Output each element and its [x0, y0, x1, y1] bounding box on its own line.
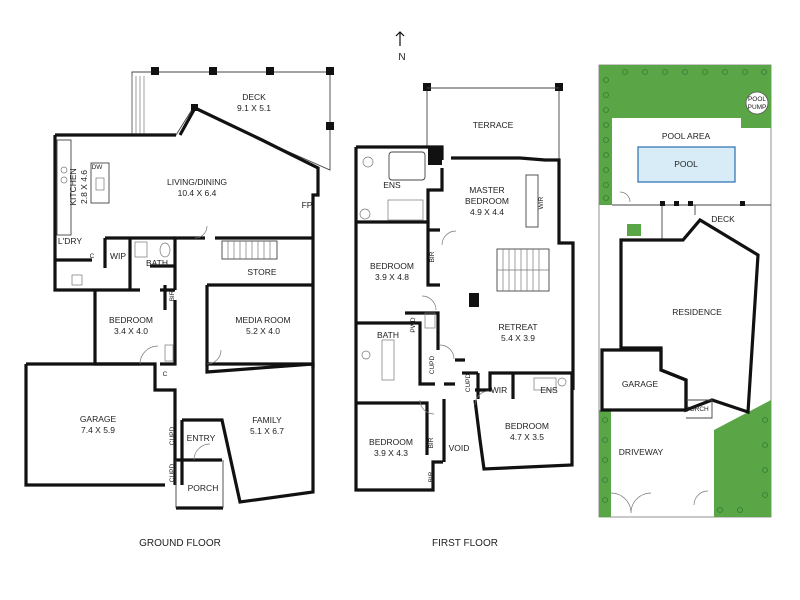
- deck-label: DECK: [242, 92, 266, 102]
- wir-label-2: WIR: [491, 385, 508, 395]
- garage-size: 7.4 X 5.9: [81, 425, 115, 435]
- site-garage-outline: [600, 348, 688, 412]
- pool-pump-label-1: POOL: [748, 96, 766, 103]
- first-bedroom-2-label: BEDROOM: [369, 437, 413, 447]
- powder-label: PWD: [410, 317, 417, 332]
- pool-area-label: POOL AREA: [662, 131, 711, 141]
- family-label: FAMILY: [252, 415, 282, 425]
- void-label: VOID: [449, 443, 470, 453]
- lawn-bottom-right: [714, 400, 771, 517]
- dishwasher-label: DW: [92, 164, 104, 171]
- retreat-size: 5.4 X 3.9: [501, 333, 535, 343]
- site-plan: POOL PUMP POOL AREA POOL DECK RESIDENCE …: [598, 64, 772, 518]
- master-label-2: BEDROOM: [465, 196, 509, 206]
- site-deck-label: DECK: [711, 214, 735, 224]
- first-floor-caption: FIRST FLOOR: [432, 538, 498, 549]
- master-label-1: MASTER: [469, 185, 504, 195]
- entry-label: ENTRY: [187, 433, 216, 443]
- first-floor-fixtures: [359, 147, 567, 391]
- hedge-dots: [602, 69, 768, 513]
- media-room-size: 5.2 X 4.0: [246, 326, 280, 336]
- deck-size: 9.1 X 5.1: [237, 103, 271, 113]
- family-size: 5.1 X 6.7: [250, 426, 284, 436]
- master-size: 4.9 X 4.4: [470, 207, 504, 217]
- kitchen-size: 2.8 X 4.6: [79, 170, 89, 204]
- kitchen-bench: [56, 139, 110, 286]
- ground-bir-label: BIR: [169, 290, 176, 301]
- laundry-label: L'DRY: [58, 236, 82, 246]
- ensuite-label-2: ENS: [540, 385, 558, 395]
- ground-cupd-label-2: CUPD: [169, 463, 176, 482]
- retreat-label: RETREAT: [498, 322, 537, 332]
- deck-outline: [131, 67, 334, 171]
- north-arrow: N: [395, 31, 406, 63]
- ground-bedroom-size: 3.4 X 4.0: [114, 326, 148, 336]
- cupboard-label-1: C: [90, 253, 95, 260]
- ground-bedroom-label: BEDROOM: [109, 315, 153, 325]
- porch-label: PORCH: [188, 483, 219, 493]
- residence-label: RESIDENCE: [672, 307, 722, 317]
- first-floor-plan: TERRACE ENS MASTER BEDROOM 4.9 X 4.4 WIR…: [354, 83, 575, 549]
- site-garage-label: GARAGE: [622, 379, 659, 389]
- living-size: 10.4 X 6.4: [178, 188, 217, 198]
- ground-cupd-label-1: CUPD: [169, 426, 176, 445]
- wir-label-1: WIR: [538, 196, 545, 209]
- bir-label-3: BIR: [428, 471, 435, 482]
- ground-floor-caption: GROUND FLOOR: [139, 538, 221, 549]
- fireplace-label: FP: [302, 200, 313, 210]
- first-cupd-label: CUPD: [429, 355, 436, 374]
- bir-label-1: BIR: [429, 251, 436, 262]
- first-cupd-label-2: CUPD: [465, 373, 472, 392]
- first-bedroom-3-size: 4.7 X 3.5: [510, 432, 544, 442]
- residence-outline: [619, 217, 760, 415]
- pool-label: POOL: [674, 159, 698, 169]
- garage-label: GARAGE: [80, 414, 117, 424]
- lawn-top: [599, 65, 771, 205]
- pool-pump-label-2: PUMP: [748, 104, 767, 111]
- wip-label: WIP: [110, 251, 126, 261]
- ground-floor-plan: DECK 9.1 X 5.1 LIVING/DINING 10.4 X 6.4 …: [24, 67, 334, 549]
- north-label: N: [398, 52, 405, 63]
- first-bedroom-1-label: BEDROOM: [370, 261, 414, 271]
- lawn-left: [599, 410, 611, 517]
- first-stairs: [469, 248, 550, 307]
- store-label: STORE: [247, 267, 276, 277]
- ground-stairs: [221, 240, 278, 260]
- first-bedroom-1-size: 3.9 X 4.8: [375, 272, 409, 282]
- terrace-outline: [423, 83, 563, 243]
- driveway-label: DRIVEWAY: [619, 447, 664, 457]
- terrace-label: TERRACE: [473, 120, 514, 130]
- kitchen-label: KITCHEN: [68, 168, 78, 205]
- bath-fixtures: [134, 241, 174, 362]
- living-label: LIVING/DINING: [167, 177, 227, 187]
- first-bedroom-3-label: BEDROOM: [505, 421, 549, 431]
- first-bedroom-2-size: 3.9 X 4.3: [374, 448, 408, 458]
- ensuite-label-1: ENS: [383, 180, 401, 190]
- bir-label-2: BIR: [428, 437, 435, 448]
- site-porch-label: PORCH: [685, 406, 709, 413]
- pool-shape: [637, 146, 736, 183]
- cupboard-label-2: C: [163, 371, 168, 378]
- first-bath-label: BATH: [377, 330, 399, 340]
- ground-bath-label: BATH: [146, 258, 168, 268]
- media-room-label: MEDIA ROOM: [235, 315, 290, 325]
